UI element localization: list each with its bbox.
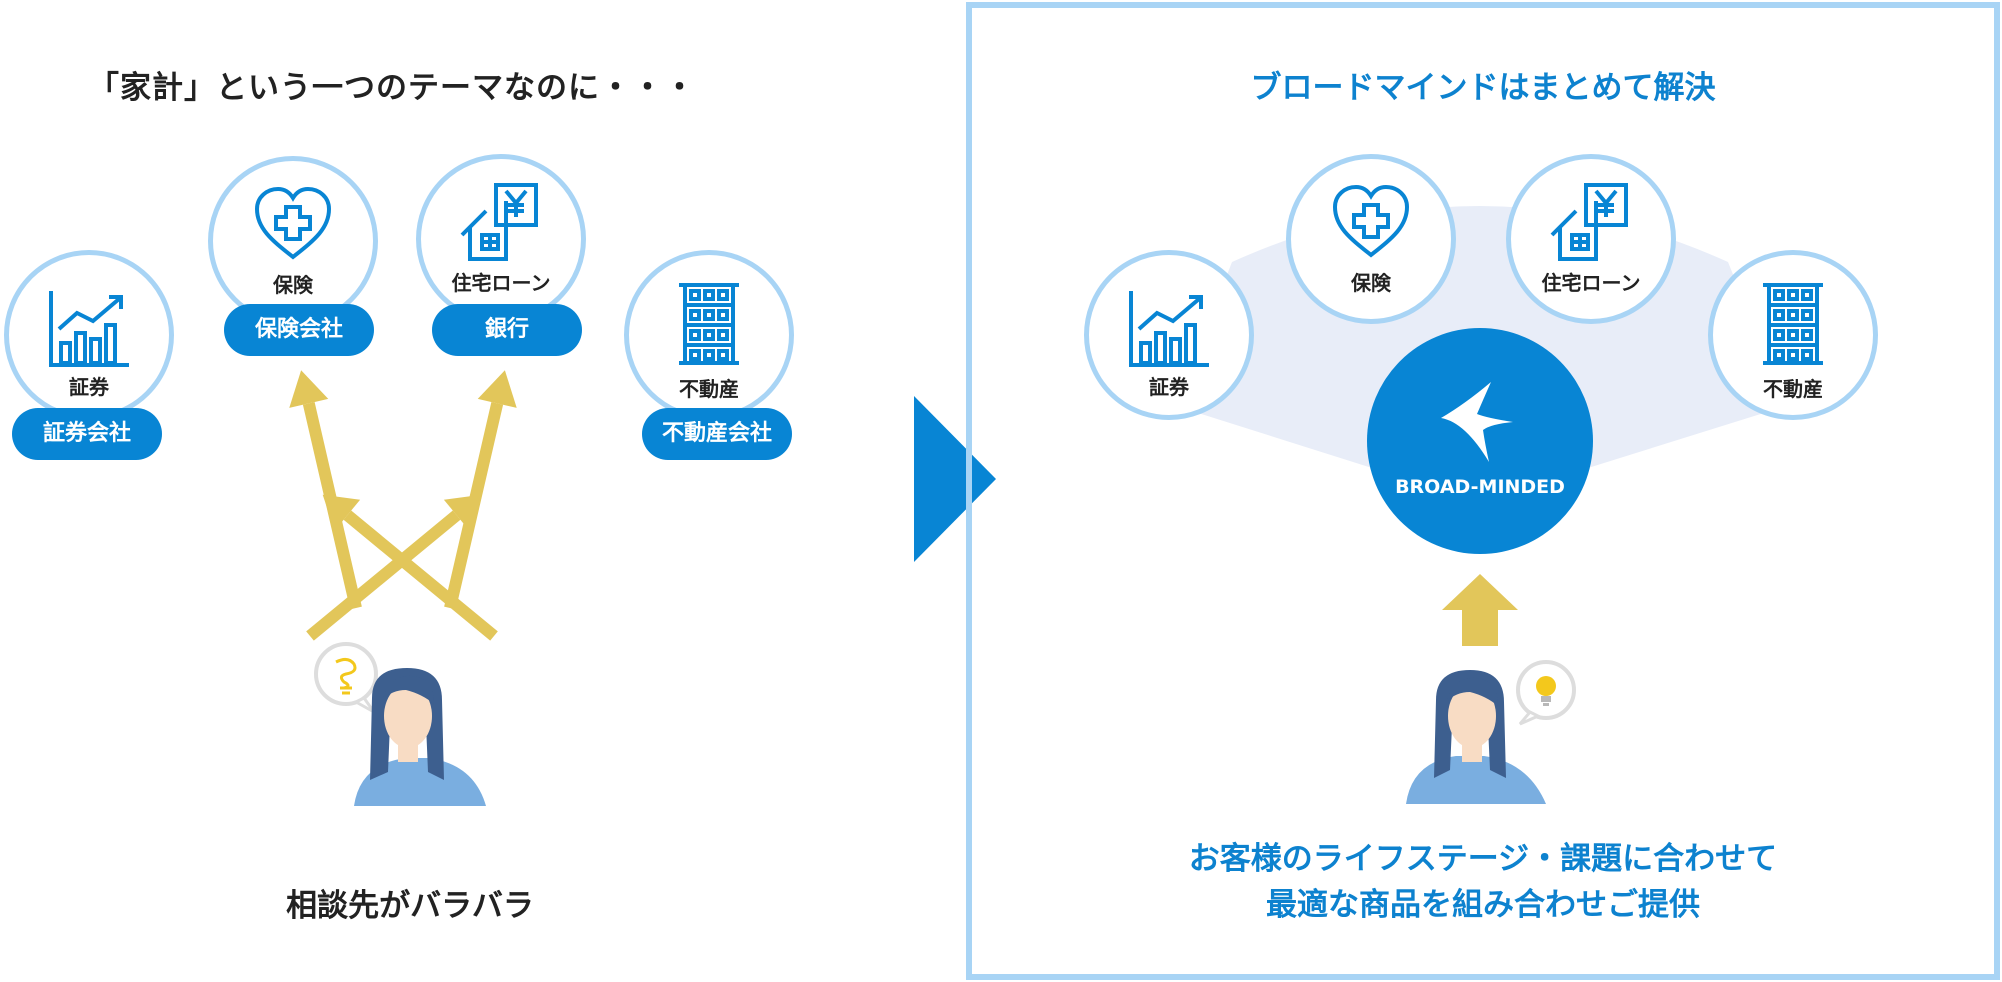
right-bubble-securities: 証券 bbox=[1084, 250, 1254, 420]
left-caption: 相談先がバラバラ bbox=[286, 888, 534, 924]
brand-name: BROAD-MINDED bbox=[1395, 476, 1565, 498]
broad-minded-hub: BROAD-MINDED bbox=[1367, 328, 1593, 554]
provider-pill-insurance: 保険会社 bbox=[224, 304, 374, 356]
left-arrows bbox=[289, 370, 517, 641]
right-bubble-insurance: 保険 bbox=[1286, 154, 1456, 324]
arrow-to-housing-loan bbox=[444, 370, 517, 610]
left-label-securities: 証券 bbox=[69, 375, 109, 399]
right-caption-line2: 最適な商品を組み合わせご提供 bbox=[1266, 887, 1700, 923]
left-bubble-housing-loan: 住宅ローン bbox=[416, 154, 586, 324]
right-caption-line1: お客様のライフステージ・課題に合わせて bbox=[1188, 841, 1778, 877]
solution-panel-frame bbox=[966, 2, 2000, 980]
left-label-insurance: 保険 bbox=[273, 273, 313, 297]
provider-pill-bank: 銀行 bbox=[432, 304, 582, 356]
confused-person-illustration bbox=[314, 642, 486, 806]
left-bubble-securities: 証券 bbox=[4, 250, 174, 420]
building-icon bbox=[1763, 283, 1823, 365]
building-icon bbox=[679, 283, 739, 365]
right-caption: お客様のライフステージ・課題に合わせて 最適な商品を組み合わせご提供 bbox=[968, 836, 1998, 928]
stock-chart-icon bbox=[49, 291, 129, 367]
thought-bubble-idea bbox=[1516, 660, 1576, 726]
heart-cross-icon bbox=[1332, 185, 1410, 258]
house-yen-icon bbox=[1550, 183, 1628, 261]
right-bubble-real-estate: 不動産 bbox=[1708, 250, 1878, 420]
thought-bubble-confused bbox=[314, 642, 378, 714]
right-label-real-estate: 不動産 bbox=[1763, 377, 1823, 401]
arrow-to-real-estate bbox=[322, 494, 498, 641]
left-label-real-estate: 不動産 bbox=[679, 377, 739, 401]
happy-person-illustration bbox=[1406, 660, 1576, 804]
broad-minded-logo-icon bbox=[1441, 382, 1513, 462]
provider-pill-real-estate: 不動産会社 bbox=[642, 408, 792, 460]
right-title: ブロードマインドはまとめて解決 bbox=[1250, 70, 1716, 106]
right-label-housing-loan: 住宅ローン bbox=[1541, 271, 1641, 295]
house-yen-icon bbox=[460, 183, 538, 261]
right-label-securities: 証券 bbox=[1149, 375, 1189, 399]
stock-chart-icon bbox=[1129, 291, 1209, 367]
provider-pill-securities: 証券会社 bbox=[12, 408, 162, 460]
right-bubble-housing-loan: 住宅ローン bbox=[1506, 154, 1676, 324]
transition-arrow-icon bbox=[914, 396, 996, 562]
up-arrow-icon bbox=[1442, 574, 1518, 646]
heart-cross-icon bbox=[254, 187, 332, 260]
left-label-housing-loan: 住宅ローン bbox=[451, 271, 551, 295]
right-label-insurance: 保険 bbox=[1351, 271, 1391, 295]
left-title: 「家計」という一つのテーマなのに・・・ bbox=[88, 70, 696, 106]
